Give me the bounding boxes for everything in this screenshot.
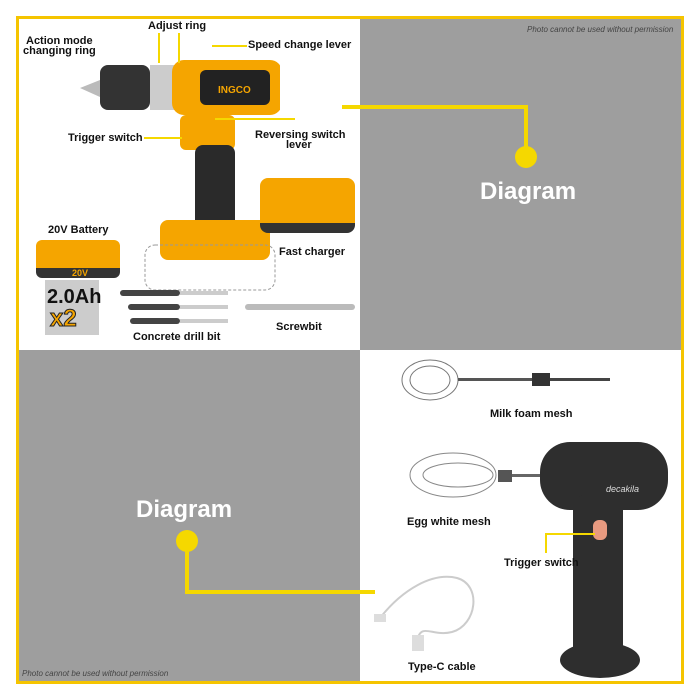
connector-dot	[515, 146, 537, 168]
diagram-label-bottom: Diagram	[136, 496, 233, 523]
label-reversing-2: lever	[286, 139, 312, 151]
battery-voltage: 20V	[72, 268, 89, 278]
screwbit-image	[245, 304, 355, 310]
label-action-mode-2: changing ring	[23, 45, 96, 57]
label-speed-lever: Speed change lever	[248, 39, 352, 51]
callout-line	[215, 118, 295, 120]
battery-quantity: x2	[50, 305, 78, 332]
callout-line	[178, 33, 180, 63]
mixer-brand: decakila	[606, 484, 640, 494]
connector-line	[185, 545, 189, 593]
battery-capacity: 2.0Ah	[47, 286, 102, 308]
callout-line	[144, 137, 182, 139]
copyright-note-top: Photo cannot be used without permission	[527, 25, 674, 34]
connector-line	[524, 105, 528, 155]
label-adjust-ring: Adjust ring	[148, 20, 207, 32]
drill-brand: INGCO	[218, 85, 251, 96]
bottom-left-panel	[16, 350, 360, 684]
mixer-body-image	[540, 442, 668, 678]
callout-line	[545, 533, 595, 535]
label-egg-white-mesh: Egg white mesh	[407, 516, 491, 528]
top-right-panel	[360, 16, 684, 350]
label-type-c-cable: Type-C cable	[408, 661, 476, 673]
connector-dot	[176, 530, 198, 552]
charger-image	[260, 178, 355, 233]
label-charger: Fast charger	[279, 246, 346, 258]
copyright-note-bottom: Photo cannot be used without permission	[22, 669, 169, 678]
callout-line	[545, 533, 547, 553]
label-screwbit: Screwbit	[276, 321, 322, 333]
callout-line	[158, 33, 160, 63]
diagram-label-top: Diagram	[480, 178, 577, 205]
battery-image	[36, 240, 120, 278]
connector-line	[185, 590, 375, 594]
battery-badge	[45, 280, 99, 335]
connector-line	[342, 105, 527, 109]
label-battery: 20V Battery	[48, 224, 109, 236]
milk-foam-whisk-image	[401, 359, 610, 401]
drill-image	[80, 60, 280, 291]
label-action-mode: Action mode	[26, 35, 93, 47]
label-drill-bit: Concrete drill bit	[133, 331, 221, 343]
callout-line	[212, 45, 247, 47]
label-reversing: Reversing switch	[255, 129, 346, 141]
type-c-cable-image	[374, 575, 475, 651]
label-trigger-switch: Trigger switch	[68, 132, 143, 144]
label-mixer-trigger-switch: Trigger switch	[504, 557, 579, 569]
label-milk-foam-mesh: Milk foam mesh	[490, 408, 573, 420]
egg-whisk-image	[409, 452, 542, 498]
yellow-frame	[16, 16, 684, 684]
drill-bits-image	[120, 290, 228, 324]
